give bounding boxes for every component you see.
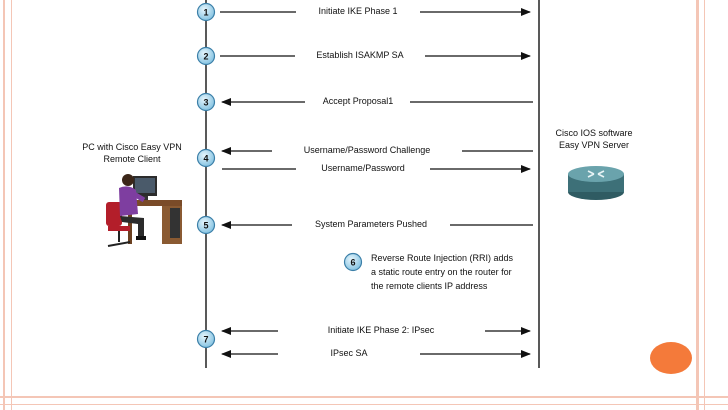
frame-line: [11, 0, 12, 410]
step-7b-label: IPsec SA: [330, 348, 368, 358]
server-label-line2: Easy VPN Server: [558, 140, 630, 150]
router-icon: [568, 166, 624, 200]
step-badge-6: 6: [343, 252, 363, 272]
client-label: PC with Cisco Easy VPN Remote Client: [72, 141, 192, 165]
rri-note-line: the remote clients IP address: [371, 281, 488, 291]
step-badge-3: 3: [196, 92, 216, 112]
client-label-line1: PC with Cisco Easy VPN: [82, 142, 182, 152]
step-3-label: Accept Proposal1: [322, 96, 394, 106]
person-at-computer-icon: [106, 174, 182, 247]
svg-text:7: 7: [203, 335, 208, 345]
server-label-line1: Cisco IOS software: [555, 128, 633, 138]
svg-text:6: 6: [350, 258, 355, 268]
step-1-label: Initiate IKE Phase 1: [318, 6, 398, 16]
server-label: Cisco IOS software Easy VPN Server: [538, 127, 650, 151]
step-4b-label: Username/Password: [321, 163, 405, 173]
svg-text:3: 3: [203, 98, 208, 108]
svg-text:1: 1: [203, 8, 208, 18]
step-badge-7: 7: [196, 329, 216, 349]
decorative-orange-circle: [650, 342, 692, 374]
step-5-label: System Parameters Pushed: [314, 219, 428, 229]
frame-line: [3, 0, 5, 410]
svg-text:5: 5: [203, 221, 208, 231]
rri-note-line: Reverse Route Injection (RRI) adds: [371, 253, 514, 263]
step-7a-label: Initiate IKE Phase 2: IPsec: [327, 325, 435, 335]
step-badge-2: 2: [196, 46, 216, 66]
frame-line: [696, 0, 699, 410]
step-badge-5: 5: [196, 215, 216, 235]
step-4a-label: Username/Password Challenge: [303, 145, 431, 155]
rri-note-line: a static route entry on the router for: [371, 267, 512, 277]
svg-text:2: 2: [203, 52, 208, 62]
svg-text:4: 4: [203, 154, 208, 164]
frame-line: [0, 396, 728, 398]
step-badge-4: 4: [196, 148, 216, 168]
frame-line: [0, 404, 728, 405]
step-2-label: Establish ISAKMP SA: [316, 50, 404, 60]
client-label-line2: Remote Client: [103, 154, 161, 164]
rri-note: Reverse Route Injection (RRI) adds a sta…: [371, 251, 513, 293]
frame-line: [704, 0, 705, 410]
step-badge-1: 1: [196, 2, 216, 22]
